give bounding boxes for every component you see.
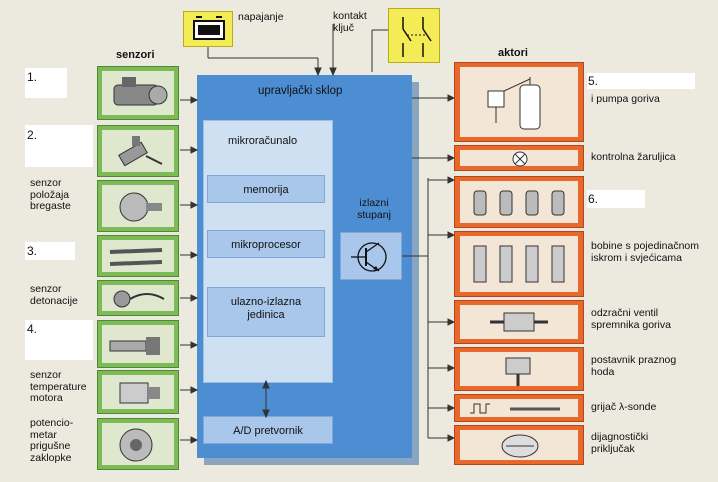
sensor-box-7 — [97, 370, 179, 414]
output-stage-block — [340, 232, 402, 280]
sensor-box-4 — [97, 235, 179, 277]
actuator-label-2: kontrolna žaruljica — [591, 151, 676, 163]
actuators-header: aktori — [498, 47, 528, 59]
sensor-box-8 — [97, 418, 179, 470]
ignition-coils-icon — [473, 245, 565, 283]
actuator-box-5 — [454, 300, 584, 344]
sensor-label-8: potencio-metar prigušne zaklopke — [30, 417, 74, 464]
sensors-header: senzori — [116, 49, 155, 61]
camshaft-sensor-icon — [119, 192, 162, 222]
diagnostic-connector-icon — [501, 434, 539, 458]
sensor-number-4: 3. — [27, 244, 38, 258]
sensor-box-3 — [97, 180, 179, 232]
idle-actuator-icon — [505, 357, 531, 386]
actuator-label-5: odzračni ventil spremnika goriva — [591, 307, 671, 331]
air-mass-meter-icon — [113, 77, 168, 106]
blank-label-1 — [25, 68, 67, 98]
throttle-potentiometer-icon — [119, 428, 153, 462]
actuator-number-1: 5. — [588, 74, 599, 88]
actuator-label-4: bobine s pojedinačnom iskrom i svjećicam… — [591, 240, 699, 264]
blank-actuator-label-1 — [587, 73, 695, 89]
sensor-number-6: 4. — [27, 322, 38, 336]
actuator-box-2 — [454, 145, 584, 171]
sensor-number-2: 2. — [27, 128, 38, 142]
transistor-icon — [351, 242, 387, 272]
sensor-label-5: senzor detonacije — [30, 283, 78, 307]
sensor-label-7: senzor temperature motora — [30, 369, 87, 404]
lambda-heater-icon — [470, 403, 560, 414]
actuator-label-8: dijagnostički priključak — [591, 431, 649, 455]
blank-label-2 — [25, 125, 93, 167]
actuator-label-1: i pumpa goriva — [591, 93, 660, 105]
blank-label-6 — [25, 320, 93, 360]
actuator-box-4 — [454, 231, 584, 297]
actuator-box-7 — [454, 394, 584, 422]
io-unit-block: ulazno-izlazna jedinica — [207, 287, 325, 337]
knock-sensor-icon — [113, 290, 165, 308]
control-unit-title: upravljački sklop — [258, 85, 343, 97]
ignition-switch-label: kontakt ključ — [333, 10, 367, 34]
intake-temp-sensor-icon — [118, 136, 163, 167]
power-supply-box — [183, 11, 233, 47]
actuator-label-7: grijač λ-sonde — [591, 401, 657, 413]
switch-icon — [402, 17, 432, 57]
actuator-box-8 — [454, 425, 584, 465]
crankshaft-sensor-icon — [109, 337, 160, 355]
microcomputer-label: mikroračunalo — [228, 135, 298, 147]
actuator-label-6: postavnik praznog hoda — [591, 354, 677, 378]
injectors-icon — [473, 190, 565, 216]
actuator-box-3 — [454, 176, 584, 228]
battery-icon — [193, 16, 225, 40]
sensor-box-1 — [97, 66, 179, 120]
tank-vent-valve-icon — [490, 312, 548, 332]
sensor-box-2 — [97, 125, 179, 177]
output-stage-label: izlazni stupanj — [357, 197, 391, 221]
fuel-pump-relay-icon — [487, 77, 541, 130]
warning-lamp-icon — [512, 151, 528, 167]
ad-converter-block: A/D pretvornik — [203, 416, 333, 444]
actuator-box-6 — [454, 347, 584, 391]
sensor-box-5 — [97, 280, 179, 316]
blank-label-4 — [25, 242, 75, 260]
power-supply-label: napajanje — [238, 11, 284, 23]
blank-actuator-label-3 — [587, 190, 645, 208]
sensor-box-6 — [97, 320, 179, 368]
temperature-sensor-icon — [119, 382, 160, 404]
microprocessor-block: mikroprocesor — [207, 230, 325, 258]
actuator-box-1 — [454, 62, 584, 142]
ignition-switch-box — [388, 8, 440, 63]
memory-block: memorija — [207, 175, 325, 203]
lambda-probe-icon — [109, 248, 163, 266]
sensor-number-1: 1. — [27, 70, 38, 84]
sensor-label-3: senzor položaja bregaste — [30, 177, 71, 212]
actuator-number-3: 6. — [588, 192, 599, 206]
